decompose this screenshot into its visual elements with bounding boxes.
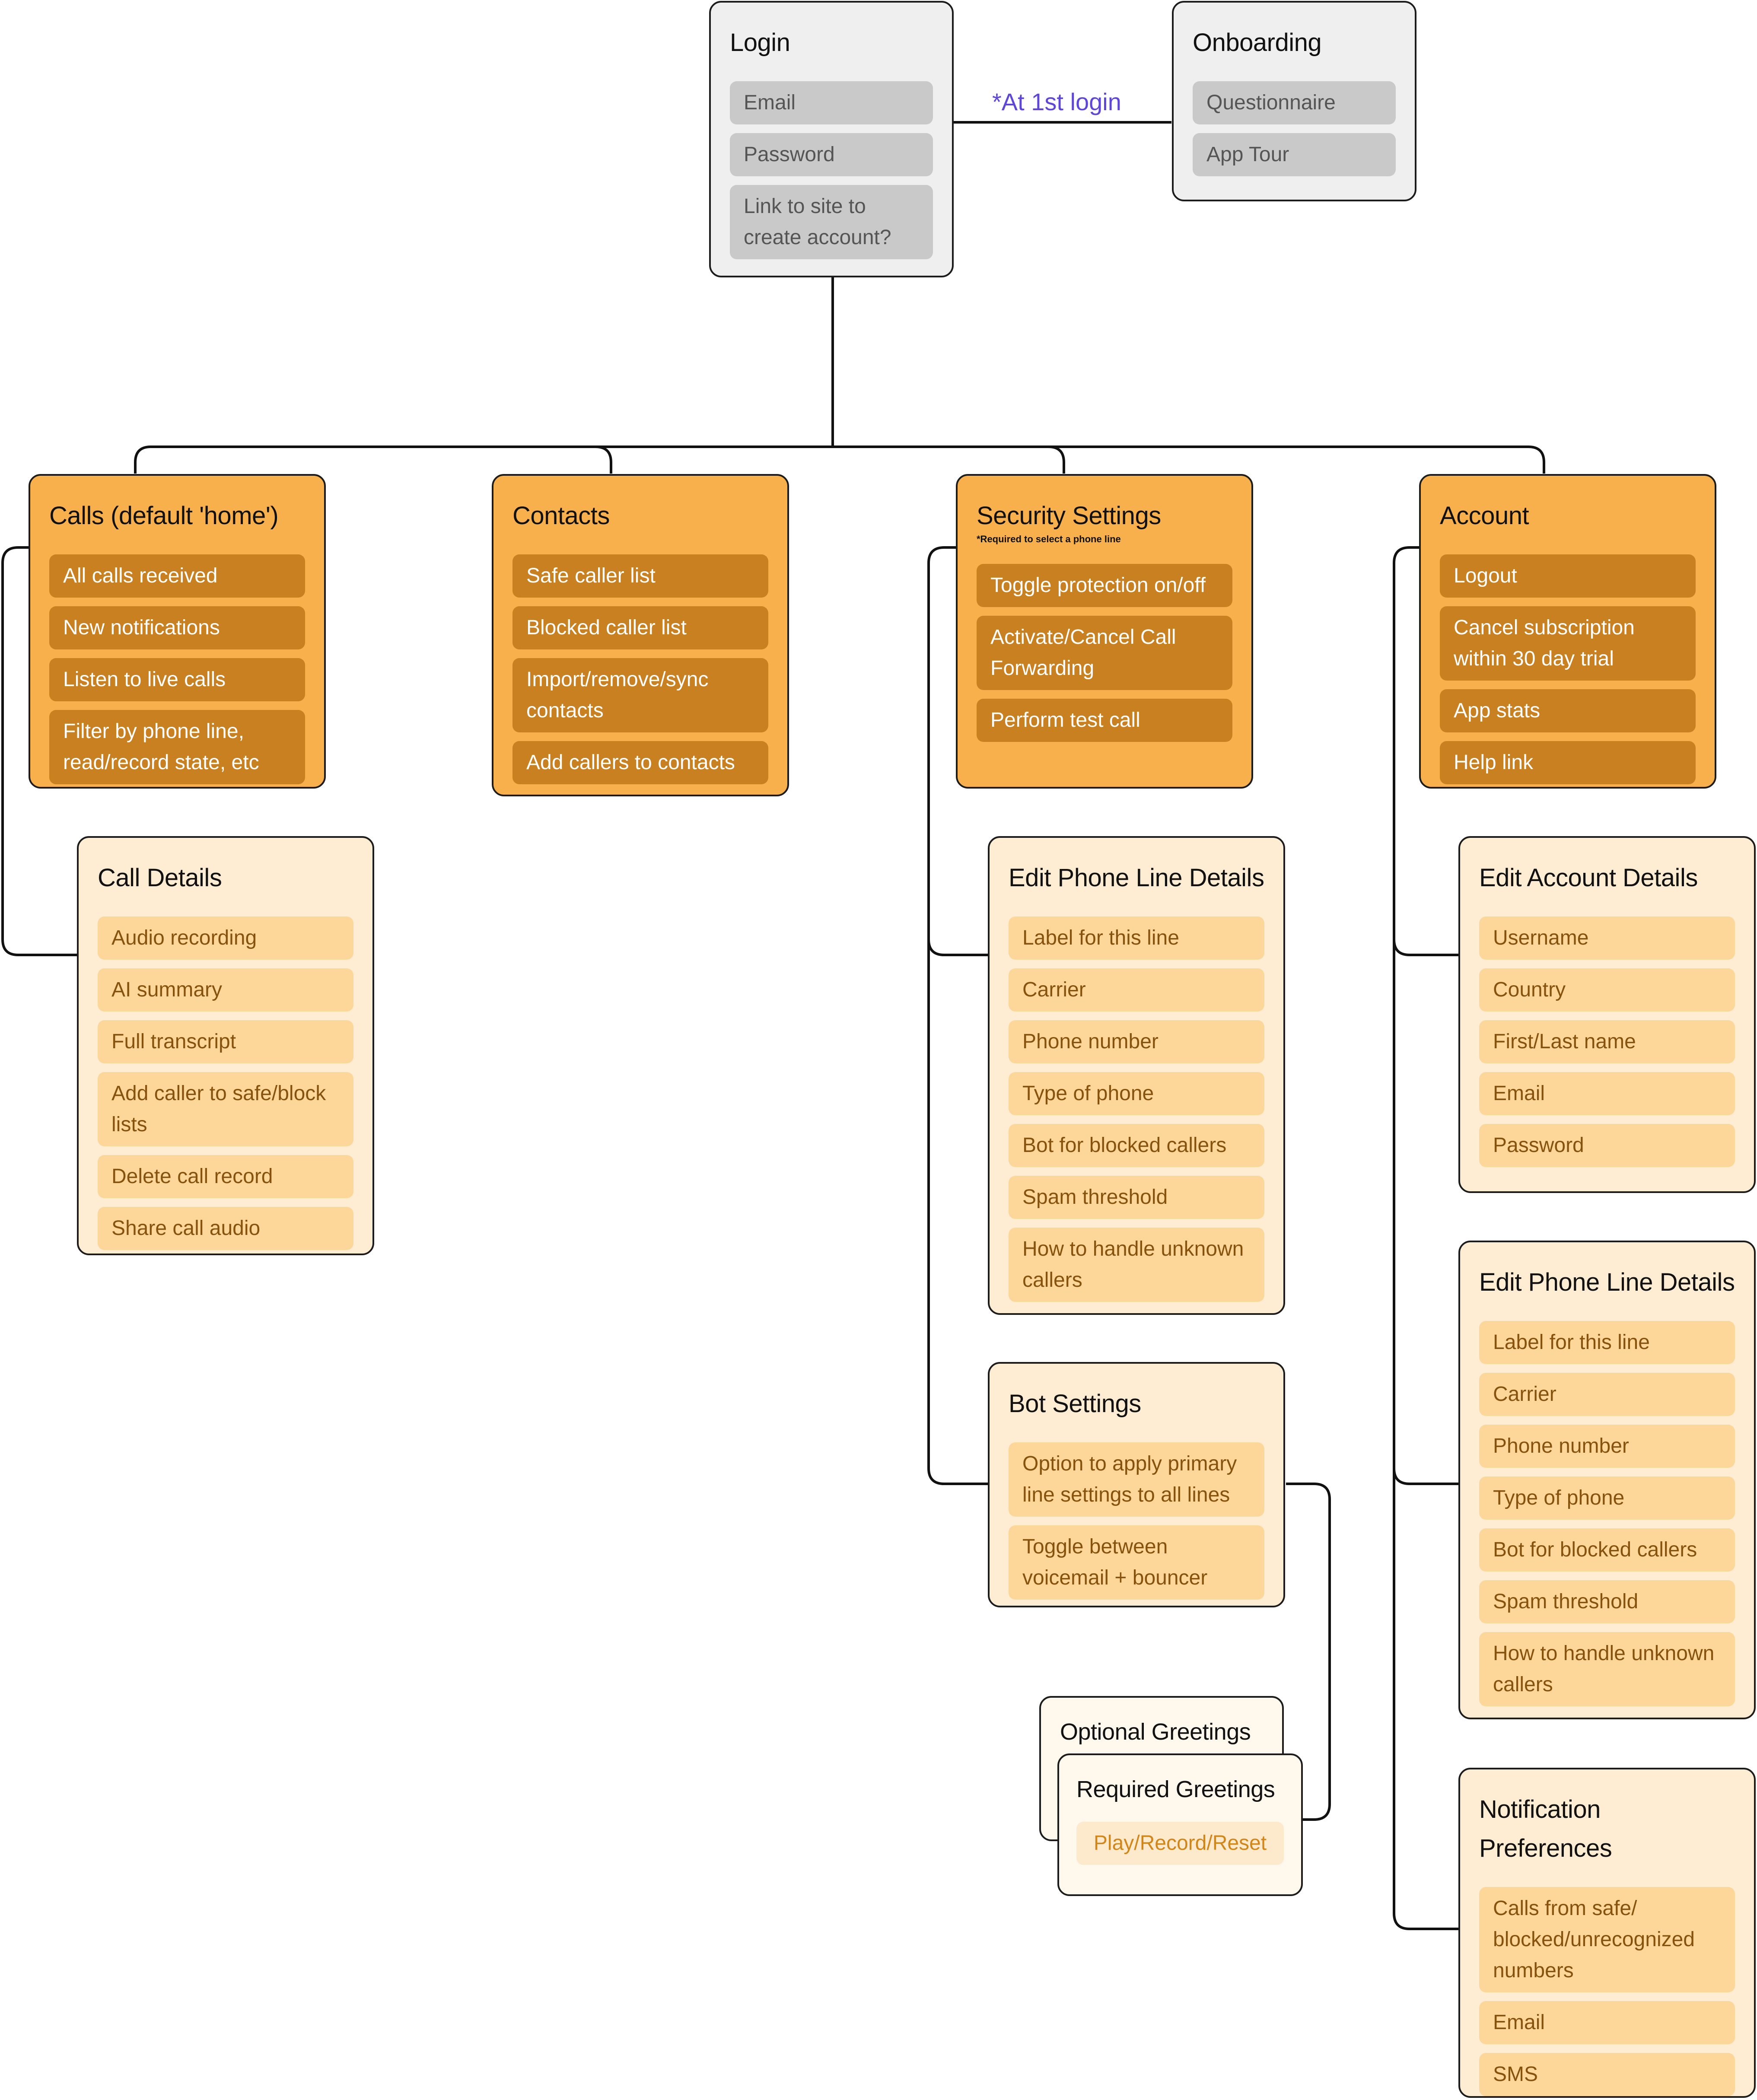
account-line-carrier-item[interactable]: Carrier [1479, 1373, 1735, 1416]
bot-toggle-voicemail-item[interactable]: Toggle between voicemail + bouncer [1009, 1525, 1264, 1600]
edit-account-details-card: Edit Account Details Username Country Fi… [1458, 836, 1756, 1193]
security-toggle-protection-item[interactable]: Toggle protection on/off [977, 564, 1232, 607]
calls-listen-live-item[interactable]: Listen to live calls [49, 658, 305, 701]
security-subtree-connector [927, 546, 988, 1485]
phone-line-label-item[interactable]: Label for this line [1009, 916, 1264, 960]
security-test-call-item[interactable]: Perform test call [977, 699, 1232, 742]
account-line-unknown-callers-item[interactable]: How to handle unknown callers [1479, 1632, 1735, 1706]
phone-line-carrier-item[interactable]: Carrier [1009, 968, 1264, 1012]
login-title: Login [730, 29, 790, 57]
security-title: Security Settings [977, 502, 1161, 530]
account-email-item[interactable]: Email [1479, 1072, 1735, 1115]
call-details-audio-item[interactable]: Audio recording [98, 916, 353, 960]
notification-email-item[interactable]: Email [1479, 2001, 1735, 2044]
notification-calls-item[interactable]: Calls from safe/ blocked/unrecognized nu… [1479, 1887, 1735, 1992]
onboarding-card: Onboarding Questionnaire App Tour [1172, 1, 1416, 201]
account-country-item[interactable]: Country [1479, 968, 1735, 1012]
call-details-add-caller-item[interactable]: Add caller to safe/block lists [98, 1072, 353, 1146]
onboarding-title: Onboarding [1193, 29, 1322, 57]
account-card: Account Logout Cancel subscription withi… [1419, 474, 1716, 789]
login-card: Login Email Password Link to site to cre… [709, 1, 954, 277]
security-settings-card: Security Settings *Required to select a … [956, 474, 1253, 789]
security-branch [1048, 445, 1065, 474]
bot-apply-primary-item[interactable]: Option to apply primary line settings to… [1009, 1442, 1264, 1517]
phone-line-number-item[interactable]: Phone number [1009, 1020, 1264, 1063]
account-line-bot-item[interactable]: Bot for blocked callers [1479, 1528, 1735, 1572]
call-details-title: Call Details [98, 864, 222, 892]
edit-phone-line-security-card: Edit Phone Line Details Label for this l… [988, 836, 1285, 1315]
account-password-item[interactable]: Password [1479, 1124, 1735, 1167]
account-name-item[interactable]: First/Last name [1479, 1020, 1735, 1063]
account-line-spam-item[interactable]: Spam threshold [1479, 1580, 1735, 1623]
required-greetings-card: Required Greetings Play/Record/Reset [1057, 1753, 1303, 1896]
greetings-play-record-item[interactable]: Play/Record/Reset [1076, 1822, 1284, 1865]
first-login-annotation: *At 1st login [992, 88, 1121, 115]
contacts-branch [595, 445, 612, 474]
edit-phone-line-account-card: Edit Phone Line Details Label for this l… [1458, 1241, 1756, 1719]
edit-phone-line-security-title: Edit Phone Line Details [1009, 864, 1264, 892]
calls-title-main: Calls [49, 502, 104, 530]
account-line-label-item[interactable]: Label for this line [1479, 1321, 1735, 1364]
calls-all-received-item[interactable]: All calls received [49, 554, 305, 598]
call-details-share-item[interactable]: Share call audio [98, 1207, 353, 1250]
calls-card: Calls (default 'home') All calls receive… [29, 474, 326, 789]
edit-phone-line-account-title: Edit Phone Line Details [1479, 1268, 1735, 1296]
top-level-bus [134, 445, 1545, 474]
edit-account-details-title: Edit Account Details [1479, 864, 1698, 892]
calls-title-subtitle: (default 'home') [104, 502, 279, 530]
phone-line-spam-item[interactable]: Spam threshold [1009, 1176, 1264, 1219]
onboarding-app-tour-item[interactable]: App Tour [1193, 133, 1396, 176]
account-app-stats-item[interactable]: App stats [1440, 689, 1696, 732]
contacts-blocked-list-item[interactable]: Blocked caller list [512, 606, 768, 649]
optional-greetings-title: Optional Greetings [1060, 1719, 1251, 1745]
contacts-title: Contacts [512, 502, 610, 530]
account-line-number-item[interactable]: Phone number [1479, 1425, 1735, 1468]
account-username-item[interactable]: Username [1479, 916, 1735, 960]
calls-title: Calls (default 'home') [49, 496, 305, 535]
contacts-add-callers-item[interactable]: Add callers to contacts [512, 741, 768, 784]
security-required-note: *Required to select a phone line [977, 534, 1121, 544]
calls-filter-item[interactable]: Filter by phone line, read/record state,… [49, 710, 305, 784]
phone-line-bot-item[interactable]: Bot for blocked callers [1009, 1124, 1264, 1167]
onboarding-questionnaire-item[interactable]: Questionnaire [1193, 81, 1396, 124]
bot-settings-card: Bot Settings Option to apply primary lin… [988, 1362, 1285, 1607]
call-details-transcript-item[interactable]: Full transcript [98, 1020, 353, 1063]
contacts-import-item[interactable]: Import/remove/sync contacts [512, 658, 768, 732]
account-subtree-connector [1393, 546, 1458, 1930]
call-details-card: Call Details Audio recording AI summary … [77, 836, 374, 1255]
account-line-type-item[interactable]: Type of phone [1479, 1476, 1735, 1520]
contacts-safe-list-item[interactable]: Safe caller list [512, 554, 768, 598]
calls-subtree-connector [1, 546, 77, 956]
required-greetings-title: Required Greetings [1076, 1776, 1275, 1802]
call-details-delete-item[interactable]: Delete call record [98, 1155, 353, 1198]
account-title: Account [1440, 502, 1529, 530]
contacts-card: Contacts Safe caller list Blocked caller… [492, 474, 789, 796]
phone-line-unknown-callers-item[interactable]: How to handle unknown callers [1009, 1228, 1264, 1302]
notification-preferences-card: Notification Preferences Calls from safe… [1458, 1768, 1756, 2098]
notification-sms-item[interactable]: SMS [1479, 2053, 1735, 2096]
account-logout-item[interactable]: Logout [1440, 554, 1696, 598]
account-cancel-subscription-item[interactable]: Cancel subscription within 30 day trial [1440, 606, 1696, 681]
calls-new-notifications-item[interactable]: New notifications [49, 606, 305, 649]
bot-greetings-connector [1286, 1483, 1331, 1821]
login-create-account-item[interactable]: Link to site to create account? [730, 185, 933, 259]
security-call-forwarding-item[interactable]: Activate/Cancel Call Forwarding [977, 616, 1232, 690]
bot-settings-title: Bot Settings [1009, 1390, 1141, 1418]
login-password-item[interactable]: Password [730, 133, 933, 176]
account-help-link-item[interactable]: Help link [1440, 741, 1696, 784]
call-details-ai-summary-item[interactable]: AI summary [98, 968, 353, 1012]
notification-preferences-title: Notification Preferences [1479, 1795, 1612, 1862]
phone-line-type-item[interactable]: Type of phone [1009, 1072, 1264, 1115]
login-email-item[interactable]: Email [730, 81, 933, 124]
